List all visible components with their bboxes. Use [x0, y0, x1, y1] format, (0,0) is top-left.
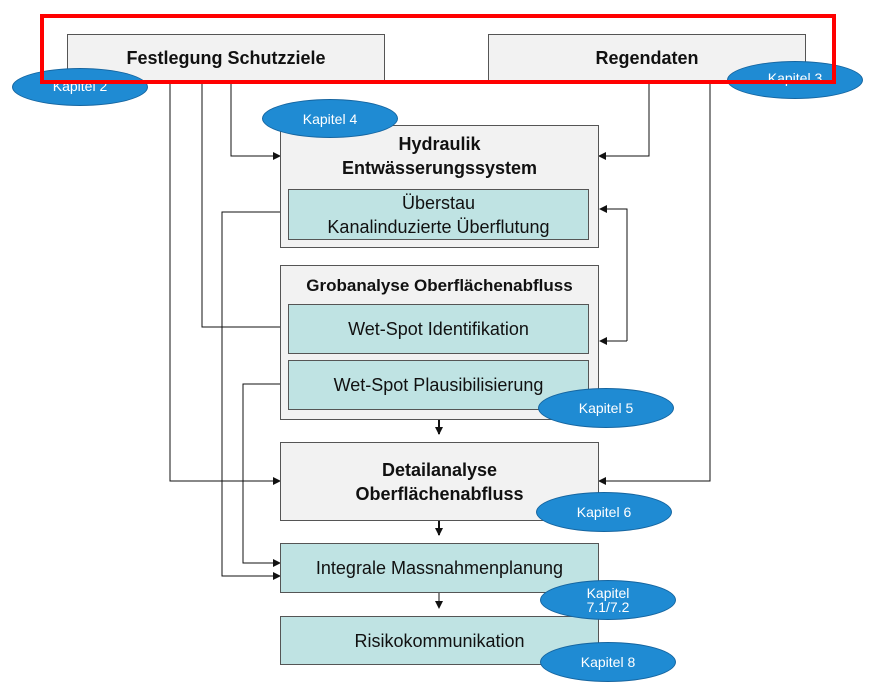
- schutzziele-label: Festlegung Schutzziele: [126, 47, 326, 68]
- hydraulik-title-line2: Entwässerungssystem: [341, 158, 538, 178]
- wetspot-plausibilisierung-label: Wet-Spot Plausibilisierung: [333, 375, 544, 395]
- kapitel-7-line1: Kapitel: [586, 585, 630, 601]
- kapitel-4-label: Kapitel 4: [302, 110, 358, 127]
- kapitel-5-label: Kapitel 5: [578, 400, 634, 416]
- kapitel-4-badge: Kapitel 4: [262, 99, 398, 138]
- wetspot-identifikation-label: Wet-Spot Identifikation: [348, 319, 529, 339]
- ueberstau-box: Überstau Kanalinduzierte Überflutung: [288, 189, 589, 240]
- kapitel-2-label: Kapitel 2: [52, 78, 108, 94]
- wetspot-identifikation-box: Wet-Spot Identifikation: [288, 304, 589, 354]
- kapitel-6-label: Kapitel 6: [576, 504, 632, 520]
- kapitel-5-badge: Kapitel 5: [538, 388, 674, 428]
- wetspot-plausibilisierung-box: Wet-Spot Plausibilisierung: [288, 360, 589, 410]
- detailanalyse-line1: Detailanalyse: [381, 459, 498, 480]
- kapitel-3-label: Kapitel 3: [767, 70, 823, 86]
- hydraulik-title-line1: Hydraulik: [398, 134, 481, 154]
- kapitel-7-badge: Kapitel 7.1/7.2: [540, 580, 676, 620]
- grobanalyse-title: Grobanalyse Oberflächenabfluss: [306, 276, 573, 295]
- ueberstau-line2: Kanalinduzierte Überflutung: [327, 216, 550, 237]
- kapitel-2-badge: Kapitel 2: [12, 68, 148, 106]
- massnahmenplanung-box: Integrale Massnahmenplanung: [280, 543, 599, 593]
- detailanalyse-line2: Oberflächenabfluss: [355, 483, 524, 504]
- kapitel-7-line2: 7.1/7.2: [586, 599, 630, 615]
- massnahmenplanung-label: Integrale Massnahmenplanung: [315, 558, 564, 578]
- kapitel-8-label: Kapitel 8: [580, 654, 636, 670]
- kapitel-6-badge: Kapitel 6: [536, 492, 672, 532]
- kapitel-8-badge: Kapitel 8: [540, 642, 676, 682]
- kapitel-3-badge: Kapitel 3: [727, 61, 863, 99]
- hydraulik-title: Hydraulik Entwässerungssystem: [342, 132, 537, 180]
- risikokommunikation-label: Risikokommunikation: [354, 630, 525, 651]
- regendaten-label: Regendaten: [595, 47, 699, 68]
- ueberstau-line1: Überstau: [401, 192, 476, 213]
